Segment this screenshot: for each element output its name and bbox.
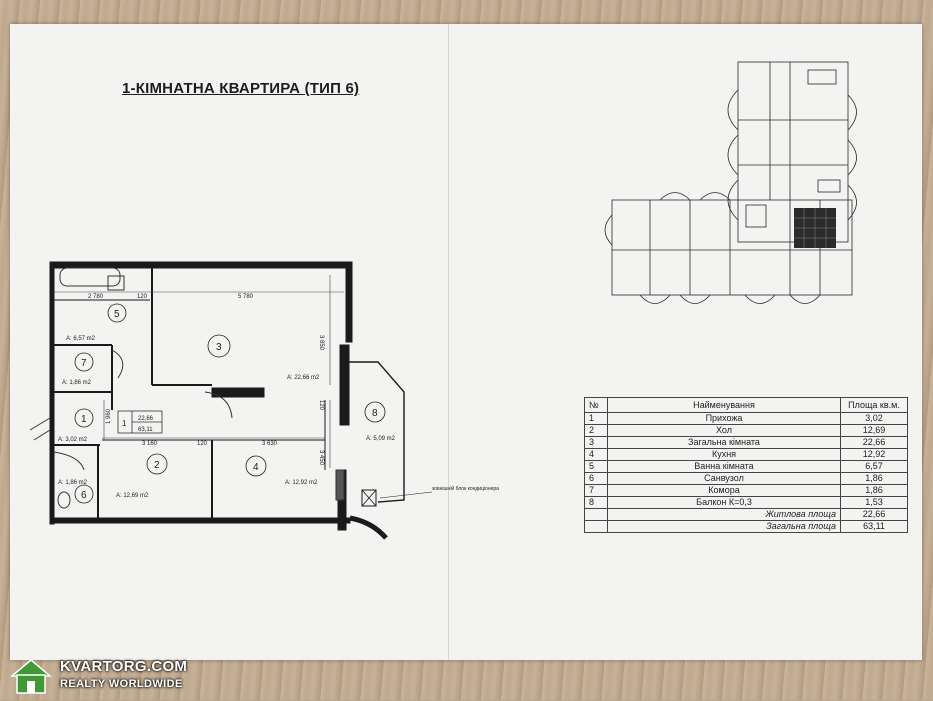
dim-top-left: 2 780 [88,294,104,300]
legend-total-row: Загальна площа 63,11 [584,520,908,533]
floor-plan-walls [49,261,433,540]
room-6-area: A: 1,86 m2 [58,480,88,486]
paper-fold [448,24,449,660]
bathtub-icon [59,267,121,287]
legend-total-value: 63,11 [840,520,908,533]
watermark: KVARTORG.COM REALTY WORLDWIDE [8,656,198,696]
legend-header-name: Найменування [607,397,841,413]
room-legend-table: № Найменування Площа кв.м. 1 Прихожа 3,0… [584,397,908,533]
east-window-wall [339,344,350,426]
dim-mid-left: 3 160 [142,441,158,447]
table-row: 8 Балкон К=0,3 1,53 [584,496,908,509]
legend-header-num: № [584,397,608,413]
room-5-area: A: 6,57 m2 [66,336,96,342]
legend-living-label: Житлова площа [607,508,841,521]
stamp-num: 1 [122,419,127,428]
dim-mid-gap: 120 [197,441,208,447]
table-row: 5 Ванна кімната 6,57 [584,460,908,473]
room-7-num: 7 [81,358,87,369]
washer-icon [107,275,125,291]
room-2-num: 2 [154,460,160,471]
room-8-area: A: 5,09 m2 [366,436,396,442]
dim-top-main: 5 780 [238,294,254,300]
watermark-tagline: REALTY WORLDWIDE [60,678,183,690]
room-1-num: 1 [81,414,87,425]
north-wall [49,261,353,269]
house-logo-icon [9,659,53,694]
legend-living-value: 22,66 [840,508,908,521]
south-wall [49,517,351,524]
ac-unit-box [361,489,377,507]
watermark-site: KVARTORG.COM [60,658,188,675]
dimension-lines [54,275,344,468]
room-1-area: A: 3,02 m2 [58,437,88,443]
room-3-num: 3 [216,342,222,353]
dim-right-gap: 120 [318,400,324,411]
living-kitchen-wall [211,387,265,398]
door-swing-icon [204,391,233,419]
room-4-num: 4 [253,462,259,473]
room-4-area: A: 12,92 m2 [285,480,318,486]
legend-living-row: Житлова площа 22,66 [584,508,908,521]
east-wall-upper [345,261,353,343]
room-6-num: 6 [81,490,87,501]
toilet-icon [57,491,71,509]
room-markers: 5 A: 6,57 m2 7 A: 1,86 m2 1 A: 3,02 m2 6… [58,303,499,504]
fixtures [29,267,345,509]
area-stamp: 1 22,66 63,11 [117,410,163,434]
dim-right-lower: 3 450 [318,450,324,466]
dim-mid-right: 3 630 [262,441,278,447]
document-title: 1-КІМНАТНА КВАРТИРА (ТИП 6) [122,80,360,97]
entry-door-icon [29,417,51,441]
table-row: 1 Прихожа 3,02 [584,412,908,425]
table-row: 4 Кухня 12,92 [584,448,908,461]
west-wall [49,261,55,525]
note-leader [379,491,433,499]
dim-left-side: 1 960 [106,408,112,424]
kitchen-riser-icon [335,469,345,501]
table-row: 7 Комора 1,86 [584,484,908,497]
room-7-area: A: 1,86 m2 [62,380,92,386]
room-2-area: A: 12,69 m2 [116,493,149,499]
pantry-door-icon [111,349,124,379]
table-row: 3 Загальна кімната 22,66 [584,436,908,449]
door-swing-icon-2 [53,451,85,471]
ac-unit-note: зовнішній блок кондиціонера [432,485,499,492]
dim-right-upper: 3 850 [318,335,324,351]
balcony-curve [349,515,388,540]
legend-header-area: Площа кв.м. [840,397,908,413]
legend-total-label: Загальна площа [607,520,841,533]
room-5-num: 5 [114,309,120,320]
dim-top-gap: 120 [137,294,148,300]
stamp-living: 22,66 [138,416,154,422]
building-key-plan [604,61,857,304]
room-3-area: A: 22,66 m2 [287,375,320,381]
table-row: 6 Санвузол 1,86 [584,472,908,485]
room-8-num: 8 [372,408,378,419]
legend-header-row: № Найменування Площа кв.м. [584,397,908,413]
balcony-outline [349,361,405,503]
stamp-total: 63,11 [138,427,153,433]
table-row: 2 Хол 12,69 [584,424,908,437]
